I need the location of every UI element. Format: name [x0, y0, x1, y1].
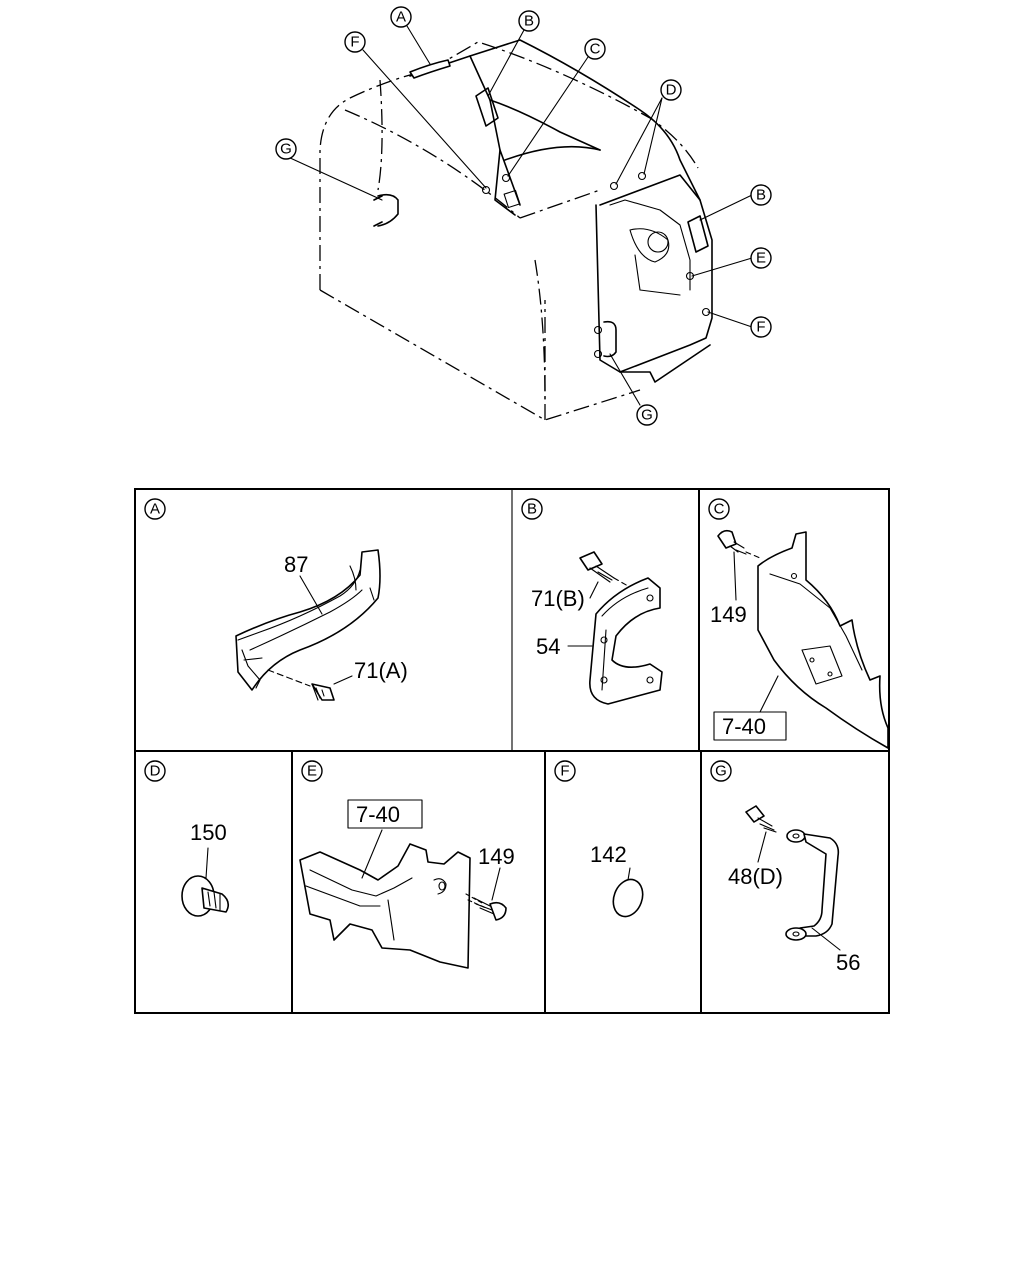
svg-text:G: G [715, 763, 727, 780]
svg-text:G: G [280, 141, 292, 158]
trim-panel-7-40-e [299, 843, 471, 969]
callout-c-top: C [584, 38, 606, 60]
grab-handle-87 [235, 549, 381, 691]
bolt-71b [579, 551, 629, 587]
leader-71a [333, 675, 353, 685]
svg-text:B: B [527, 501, 537, 518]
panel-g: G 48(D) 56 [710, 760, 860, 975]
svg-text:G: G [641, 407, 653, 424]
leader-7-40-e [361, 829, 383, 879]
label-56: 56 [836, 950, 860, 975]
label-149-c: 149 [710, 602, 747, 627]
box-7-40-c [713, 711, 787, 741]
svg-text:E: E [756, 250, 766, 267]
cab-overview [319, 39, 713, 421]
box-7-40-e [347, 799, 423, 829]
detail-grid [134, 488, 890, 1014]
label-71a: 71(A) [354, 658, 408, 683]
panel-g-letter: G [710, 760, 732, 782]
panel-f: F 142 [554, 760, 644, 918]
callout-b-top: B [518, 10, 540, 32]
svg-text:B: B [524, 13, 534, 30]
callout-b-right: B [750, 184, 772, 206]
svg-text:A: A [396, 9, 406, 26]
label-54: 54 [536, 634, 560, 659]
panel-d-letter: D [144, 760, 166, 782]
svg-text:B: B [756, 187, 766, 204]
trim-panel-7-40-c [757, 531, 889, 749]
panel-a: A 87 71(A) [144, 498, 408, 701]
panel-e: E 7-40 149 [299, 760, 515, 969]
leader-149-e [491, 867, 501, 901]
label-87: 87 [284, 552, 308, 577]
plug-142 [612, 878, 644, 918]
svg-text:F: F [560, 763, 569, 780]
leader-56 [811, 927, 841, 951]
overview-leaders [287, 25, 753, 406]
screw-149-e [465, 893, 507, 921]
callout-a-top: A [390, 6, 412, 28]
screw-149-c [717, 529, 761, 559]
panel-b-letter: B [521, 498, 543, 520]
label-71b: 71(B) [531, 586, 585, 611]
svg-text:C: C [590, 41, 601, 58]
bolt-48d [745, 805, 777, 833]
label-142: 142 [590, 842, 627, 867]
label-7-40-c: 7-40 [722, 714, 766, 739]
callout-f-right: F [750, 316, 772, 338]
svg-text:C: C [714, 501, 725, 518]
leader-7-40-c [759, 675, 779, 713]
svg-text:F: F [756, 319, 765, 336]
leader-149-c [733, 551, 737, 601]
callout-d-top: D [660, 79, 682, 101]
callout-g-bottom: G [636, 404, 658, 426]
clip-150 [181, 875, 230, 917]
svg-text:D: D [150, 763, 161, 780]
callout-g-left: G [275, 138, 297, 160]
leader-48d [757, 831, 767, 863]
panel-a-letter: A [144, 498, 166, 520]
handle-54 [589, 577, 663, 705]
leader-71b [589, 581, 599, 599]
leader-87 [299, 575, 323, 615]
svg-text:F: F [350, 34, 359, 51]
svg-text:E: E [307, 763, 317, 780]
svg-text:A: A [150, 501, 160, 518]
svg-text:D: D [666, 82, 677, 99]
label-48d: 48(D) [728, 864, 783, 889]
callout-e-right: E [750, 247, 772, 269]
label-150: 150 [190, 820, 227, 845]
panel-d: D 150 [144, 760, 230, 917]
panel-e-letter: E [301, 760, 323, 782]
ground-strap-56 [785, 829, 840, 941]
label-7-40-e: 7-40 [356, 802, 400, 827]
leader-142 [627, 867, 631, 881]
overview-callouts: A F B C D G B E F G [275, 6, 772, 426]
label-149-e: 149 [478, 844, 515, 869]
panel-c: C 149 7-40 [708, 498, 889, 749]
panel-b: B 71(B) 54 [521, 498, 663, 705]
bolt-71a [267, 669, 335, 701]
panel-f-letter: F [554, 760, 576, 782]
leader-150 [205, 847, 209, 879]
callout-f-top: F [344, 31, 366, 53]
panel-c-letter: C [708, 498, 730, 520]
